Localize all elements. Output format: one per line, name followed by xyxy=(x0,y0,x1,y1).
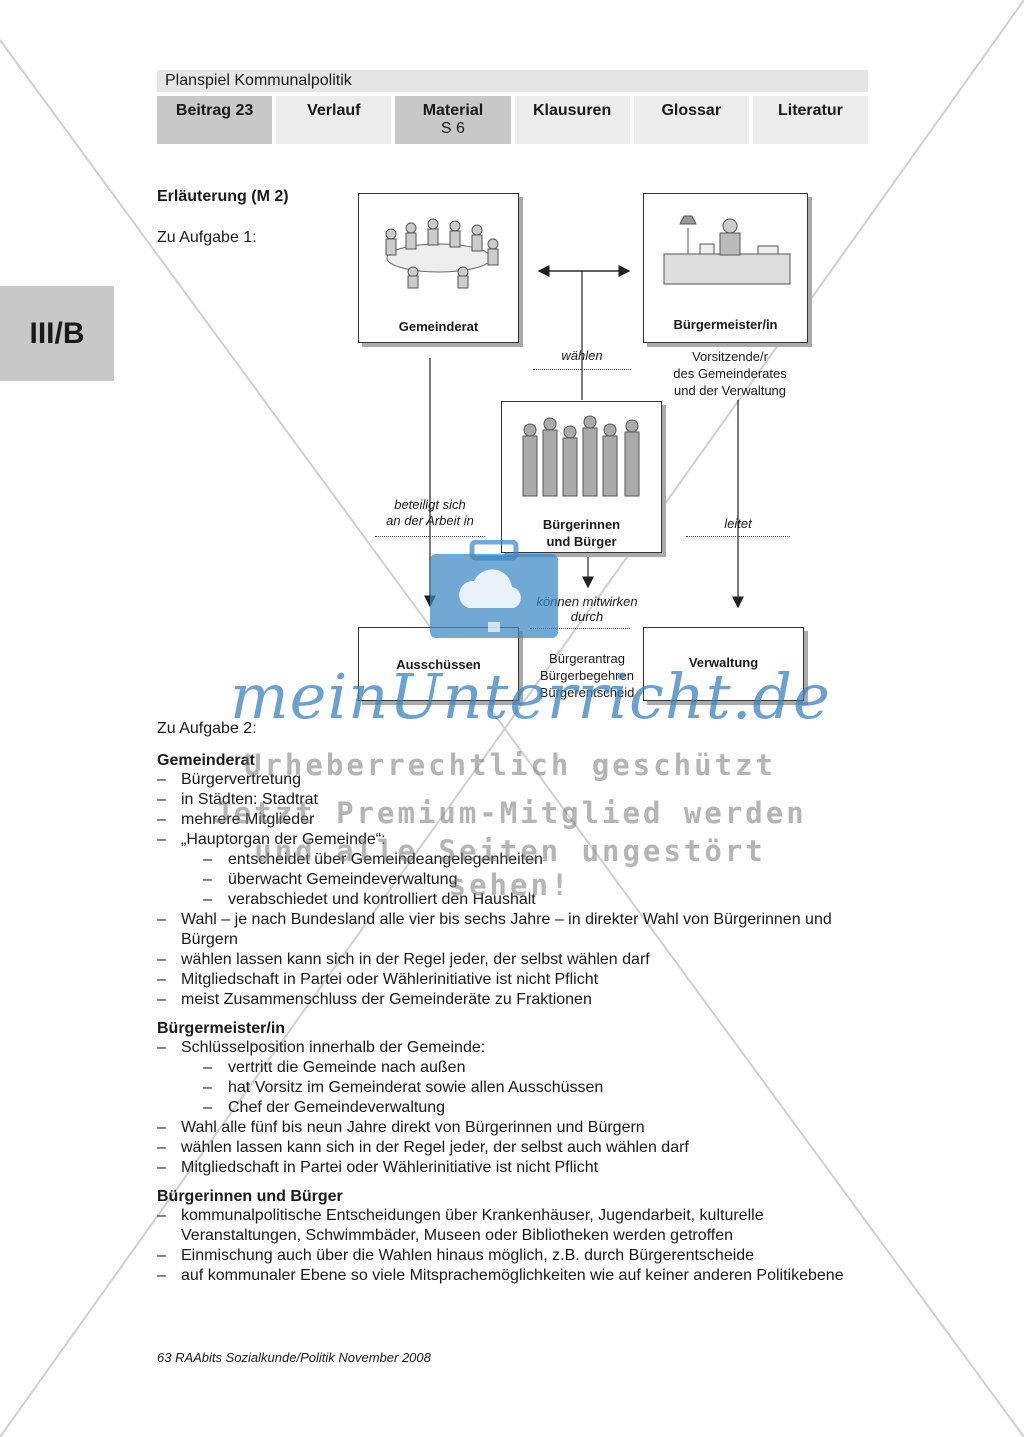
label-gemeinderat: Gemeinderat xyxy=(398,319,479,334)
council-meeting-illustration xyxy=(385,218,499,289)
list-item: Mitgliedschaft in Partei oder Wählerinit… xyxy=(157,970,869,990)
tab-verlauf[interactable]: Verlauf xyxy=(276,96,392,144)
box-buergermeister: Bürgermeister/in xyxy=(643,193,808,343)
list-item: kommunalpolitische Entscheidungen über K… xyxy=(157,1206,869,1246)
label-vorsitz: Vorsitzende/r des Gemeinderates und der … xyxy=(673,349,787,398)
section-heading: Bürgermeister/in xyxy=(157,1020,286,1037)
section-title: Erläuterung (M 2) xyxy=(157,188,289,205)
tab-beitrag[interactable]: Beitrag 23 xyxy=(157,96,273,144)
task1-label: Zu Aufgabe 1: xyxy=(157,229,257,246)
watermark-line: Jetzt Premium-Mitglied werden xyxy=(213,796,807,830)
sub-list-item: verabschiedet und kontrolliert den Haush… xyxy=(203,890,869,910)
list-item: Wahl alle fünf bis neun Jahre direkt von… xyxy=(157,1118,869,1138)
list-item: Bürgervertretung xyxy=(157,770,869,790)
briefcase-cloud-icon xyxy=(430,540,558,638)
sub-list-item: Chef der Gemeindeverwaltung xyxy=(203,1098,869,1118)
list-item: wählen lassen kann sich in der Regel jed… xyxy=(157,1138,869,1158)
list-item: Einmischung auch über die Wahlen hinaus … xyxy=(157,1246,869,1266)
list-item: „Hauptorgan der Gemeinde“: entscheidet ü… xyxy=(157,830,869,910)
watermark-line: Urheberrechtlich geschützt xyxy=(244,748,776,782)
mayor-desk-illustration xyxy=(663,215,791,285)
list-item: meist Zusammenschluss der Gemeinderäte z… xyxy=(157,990,869,1010)
label-buerger: Bürgerinnen und Bürger xyxy=(542,517,621,549)
task2-label: Zu Aufgabe 2: xyxy=(157,720,257,737)
citizens-group-illustration xyxy=(522,415,640,497)
dotted-line xyxy=(530,628,630,629)
list-item: in Städten: Stadtrat xyxy=(157,790,869,810)
sub-list-item: vertritt die Gemeinde nach außen xyxy=(203,1058,869,1078)
tab-klausuren[interactable]: Klausuren xyxy=(514,96,630,144)
list-item: Mitgliedschaft in Partei oder Wählerinit… xyxy=(157,1158,869,1178)
label-buergermeister: Bürgermeister/in xyxy=(673,317,778,332)
sub-list-item: entscheidet über Gemeindeangelegenheiten xyxy=(203,850,869,870)
watermark-brand: meinUnterricht.de xyxy=(230,660,831,733)
page-header-title: Planspiel Kommunalpolitik xyxy=(157,70,868,92)
dotted-line xyxy=(686,536,790,537)
box-verwaltung: Verwaltung xyxy=(643,627,804,701)
box-ausschuessen: Ausschüssen xyxy=(358,627,519,701)
watermark-line: und alle Seiten ungestört sehen! xyxy=(254,834,766,902)
section-gemeinderat: Gemeinderat Bürgervertretung in Städten:… xyxy=(157,752,869,1010)
section-heading: Bürgerinnen und Bürger xyxy=(157,1188,343,1205)
sub-list-item: überwacht Gemeindeverwaltung xyxy=(203,870,869,890)
dotted-line xyxy=(533,369,631,370)
label-verwaltung: Verwaltung xyxy=(688,655,759,670)
explanations: Gemeinderat Bürgervertretung in Städten:… xyxy=(157,752,869,1286)
list-item: mehrere Mitglieder xyxy=(157,810,869,830)
list-item: Wahl – je nach Bundesland alle vier bis … xyxy=(157,910,869,950)
sub-list-item: hat Vorsitz im Gemeinderat sowie allen A… xyxy=(203,1078,869,1098)
label-waehlen: wählen xyxy=(561,348,603,363)
label-leitet: leitet xyxy=(724,516,752,531)
label-ausschuessen: Ausschüssen xyxy=(396,657,481,672)
label-beteiligt: beteiligt sich an der Arbeit in xyxy=(386,497,474,528)
tab-glossar[interactable]: Glossar xyxy=(633,96,749,144)
section-heading: Gemeinderat xyxy=(157,752,255,769)
tab-literatur[interactable]: Literatur xyxy=(752,96,869,144)
label-beteiligungsmittel: Bürgerantrag Bürgerbegehren Bürgerentsch… xyxy=(539,651,635,700)
page-footer: 63 RAAbits Sozialkunde/Politik November … xyxy=(157,1350,431,1365)
box-gemeinderat: Gemeinderat xyxy=(358,193,519,343)
section-buergermeister: Bürgermeister/in Schlüsselposition inner… xyxy=(157,1020,869,1178)
list-item: wählen lassen kann sich in der Regel jed… xyxy=(157,950,869,970)
tab-material-page: S 6 xyxy=(440,120,465,137)
list-item: Schlüsselposition innerhalb der Gemeinde… xyxy=(157,1038,869,1118)
list-item: auf kommunaler Ebene so viele Mitsprache… xyxy=(157,1266,869,1286)
side-section-tab: III/B xyxy=(0,286,114,381)
dotted-line xyxy=(375,536,485,537)
section-buerger: Bürgerinnen und Bürger kommunalpolitisch… xyxy=(157,1188,869,1286)
box-buerger: Bürgerinnen und Bürger xyxy=(501,401,662,553)
